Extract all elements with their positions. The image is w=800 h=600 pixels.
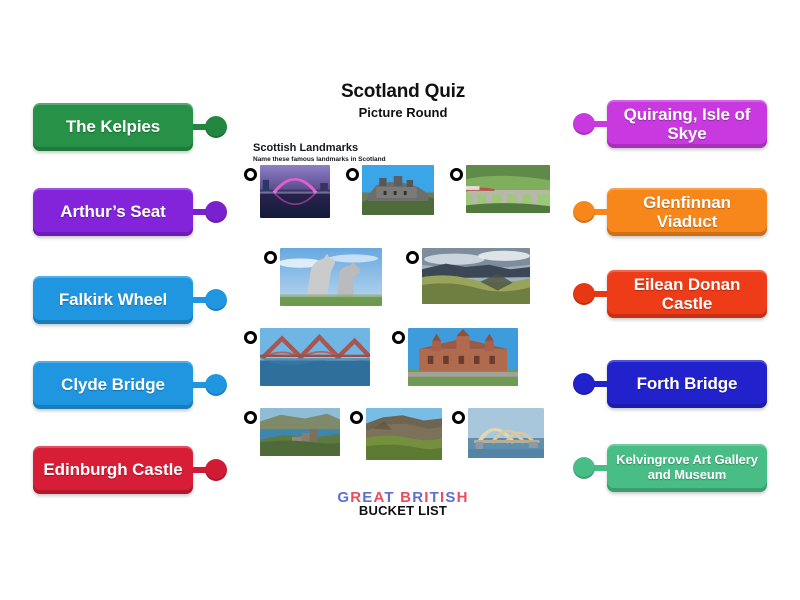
logo-letter: S (445, 489, 457, 506)
answer-target-circle-icon[interactable] (450, 168, 463, 181)
connector-knob[interactable] (205, 201, 227, 223)
connector-eilean-donan-castle (573, 270, 607, 318)
answer-label-arthurs-seat[interactable]: Arthur’s Seat (33, 188, 227, 236)
answer-label-edinburgh-castle[interactable]: Edinburgh Castle (33, 446, 227, 494)
answer-label-the-kelpies[interactable]: The Kelpies (33, 103, 227, 151)
connector-forth-bridge (573, 360, 607, 408)
logo-letter: I (440, 489, 446, 506)
connector-knob[interactable] (573, 373, 595, 395)
connector-clyde-bridge (193, 361, 227, 409)
image-row (238, 248, 568, 310)
worksheet: Scotland Quiz Picture Round Scottish Lan… (238, 60, 568, 530)
answer-label-quiraing-isle-of-skye[interactable]: Quiraing, Isle of Skye (573, 100, 767, 148)
label-text: Arthur’s Seat (60, 202, 166, 222)
answer-target-circle-icon[interactable] (264, 251, 277, 264)
connector-knob[interactable] (573, 201, 595, 223)
answer-target-circle-icon[interactable] (244, 331, 257, 344)
connector-stem (193, 124, 213, 130)
arthurs-seat-photo (366, 408, 442, 460)
logo-letter: R (412, 489, 425, 506)
glenfinnan-viaduct-photo (466, 165, 550, 213)
logo-letter: G (337, 489, 351, 506)
logo-letter: R (350, 489, 363, 506)
logo-letter: T (429, 489, 440, 506)
connector-stem (587, 291, 607, 297)
connector-stem (193, 467, 213, 473)
label-text: Clyde Bridge (61, 375, 165, 395)
answer-label-glenfinnan-viaduct[interactable]: Glenfinnan Viaduct (573, 188, 767, 236)
forth-bridge-photo (260, 328, 370, 386)
connector-stem (587, 121, 607, 127)
connector-stem (587, 381, 607, 387)
brand-logo-line1: GREAT BRITISH (238, 490, 568, 505)
answer-target-circle-icon[interactable] (244, 168, 257, 181)
connector-glenfinnan-viaduct (573, 188, 607, 236)
connector-the-kelpies (193, 103, 227, 151)
connector-stem (193, 297, 213, 303)
connector-stem (193, 209, 213, 215)
quiraing-photo (422, 248, 530, 304)
answer-label-eilean-donan-castle[interactable]: Eilean Donan Castle (573, 270, 767, 318)
label-text: Falkirk Wheel (58, 290, 168, 310)
label-text: Glenfinnan Viaduct (643, 192, 731, 231)
connector-knob[interactable] (205, 116, 227, 138)
image-row (238, 165, 568, 227)
eilean-donan-photo (260, 408, 340, 456)
answer-label-kelvingrove-art-gallery-museum[interactable]: Kelvingrove Art Gallery and Museum (573, 444, 767, 492)
answer-label-clyde-bridge[interactable]: Clyde Bridge (33, 361, 227, 409)
connector-arthurs-seat (193, 188, 227, 236)
connector-falkirk-wheel (193, 276, 227, 324)
answer-target-circle-icon[interactable] (346, 168, 359, 181)
answer-target-circle-icon[interactable] (452, 411, 465, 424)
kelvingrove-photo (408, 328, 518, 386)
connector-stem (193, 382, 213, 388)
label-text: Quiraing, Isle of Skye (623, 104, 751, 143)
connector-knob[interactable] (573, 113, 595, 135)
answer-label-forth-bridge[interactable]: Forth Bridge (573, 360, 767, 408)
logo-letter: H (456, 489, 469, 506)
answer-label-falkirk-wheel[interactable]: Falkirk Wheel (33, 276, 227, 324)
logo-letter: E (362, 489, 374, 506)
connector-stem (587, 209, 607, 215)
logo-letter: B (400, 489, 413, 506)
label-text: The Kelpies (65, 117, 161, 137)
answer-target-circle-icon[interactable] (244, 411, 257, 424)
label-text: Forth Bridge (636, 374, 738, 394)
connector-knob[interactable] (205, 289, 227, 311)
connector-kelvingrove-art-gallery-museum (573, 444, 607, 492)
label-text: Edinburgh Castle (43, 460, 183, 480)
logo-letter: A (373, 489, 385, 506)
logo-letter: T (384, 489, 395, 506)
connector-edinburgh-castle (193, 446, 227, 494)
answer-target-circle-icon[interactable] (406, 251, 419, 264)
image-row (238, 328, 568, 390)
clyde-bridge-photo (260, 165, 330, 218)
label-text: Kelvingrove Art Gallery and Museum (616, 452, 758, 482)
page-subtitle: Picture Round (358, 105, 448, 120)
connector-knob[interactable] (573, 457, 595, 479)
edinburgh-castle-photo (362, 165, 434, 215)
page-title: Scotland Quiz (340, 81, 466, 102)
brand-logo-line2: BUCKET LIST (358, 503, 448, 518)
connector-quiraing-isle-of-skye (573, 100, 607, 148)
connector-knob[interactable] (205, 374, 227, 396)
connector-stem (587, 465, 607, 471)
connector-knob[interactable] (573, 283, 595, 305)
logo-letter: I (424, 489, 430, 506)
connector-knob[interactable] (205, 459, 227, 481)
brand-logo: GREAT BRITISH BUCKET LIST (238, 490, 568, 518)
section-instruction: Name these famous landmarks in Scotland (253, 156, 386, 163)
image-row (238, 408, 568, 470)
answer-target-circle-icon[interactable] (392, 331, 405, 344)
section-title: Scottish Landmarks (253, 142, 359, 154)
falkirk-wheel-photo (468, 408, 544, 458)
answer-target-circle-icon[interactable] (350, 411, 363, 424)
label-text: Eilean Donan Castle (633, 274, 741, 313)
kelpies-photo (280, 248, 382, 306)
